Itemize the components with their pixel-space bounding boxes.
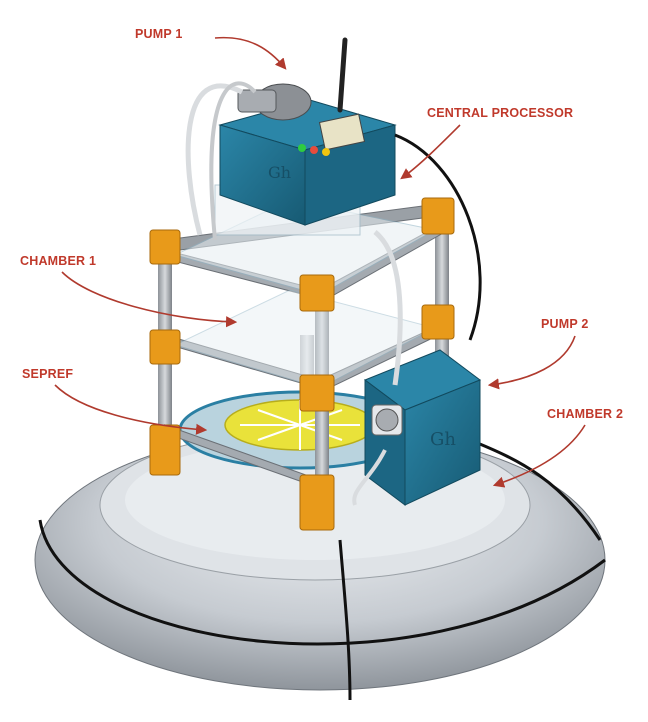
- label-sepref: SEPREF: [22, 367, 74, 381]
- frame-brackets: [149, 197, 455, 531]
- label-pump-1: PUMP 1: [135, 27, 183, 41]
- callout-arrows: [54, 36, 586, 488]
- label-central-processor: CENTRAL PROCESSOR: [427, 106, 574, 120]
- label-pump-2: PUMP 2: [541, 317, 589, 331]
- logo-mark-2: Gh: [430, 429, 456, 450]
- antenna-icon: [337, 37, 348, 113]
- pump-2-box: Gh: [352, 230, 482, 506]
- led-indicator-icon: [298, 144, 306, 152]
- label-chamber-2: CHAMBER 2: [547, 407, 624, 421]
- central-processor-box: Gh: [218, 37, 397, 226]
- pump-1: [185, 81, 482, 341]
- logo-mark: Gh: [268, 163, 291, 182]
- label-chamber-1: CHAMBER 1: [20, 254, 97, 268]
